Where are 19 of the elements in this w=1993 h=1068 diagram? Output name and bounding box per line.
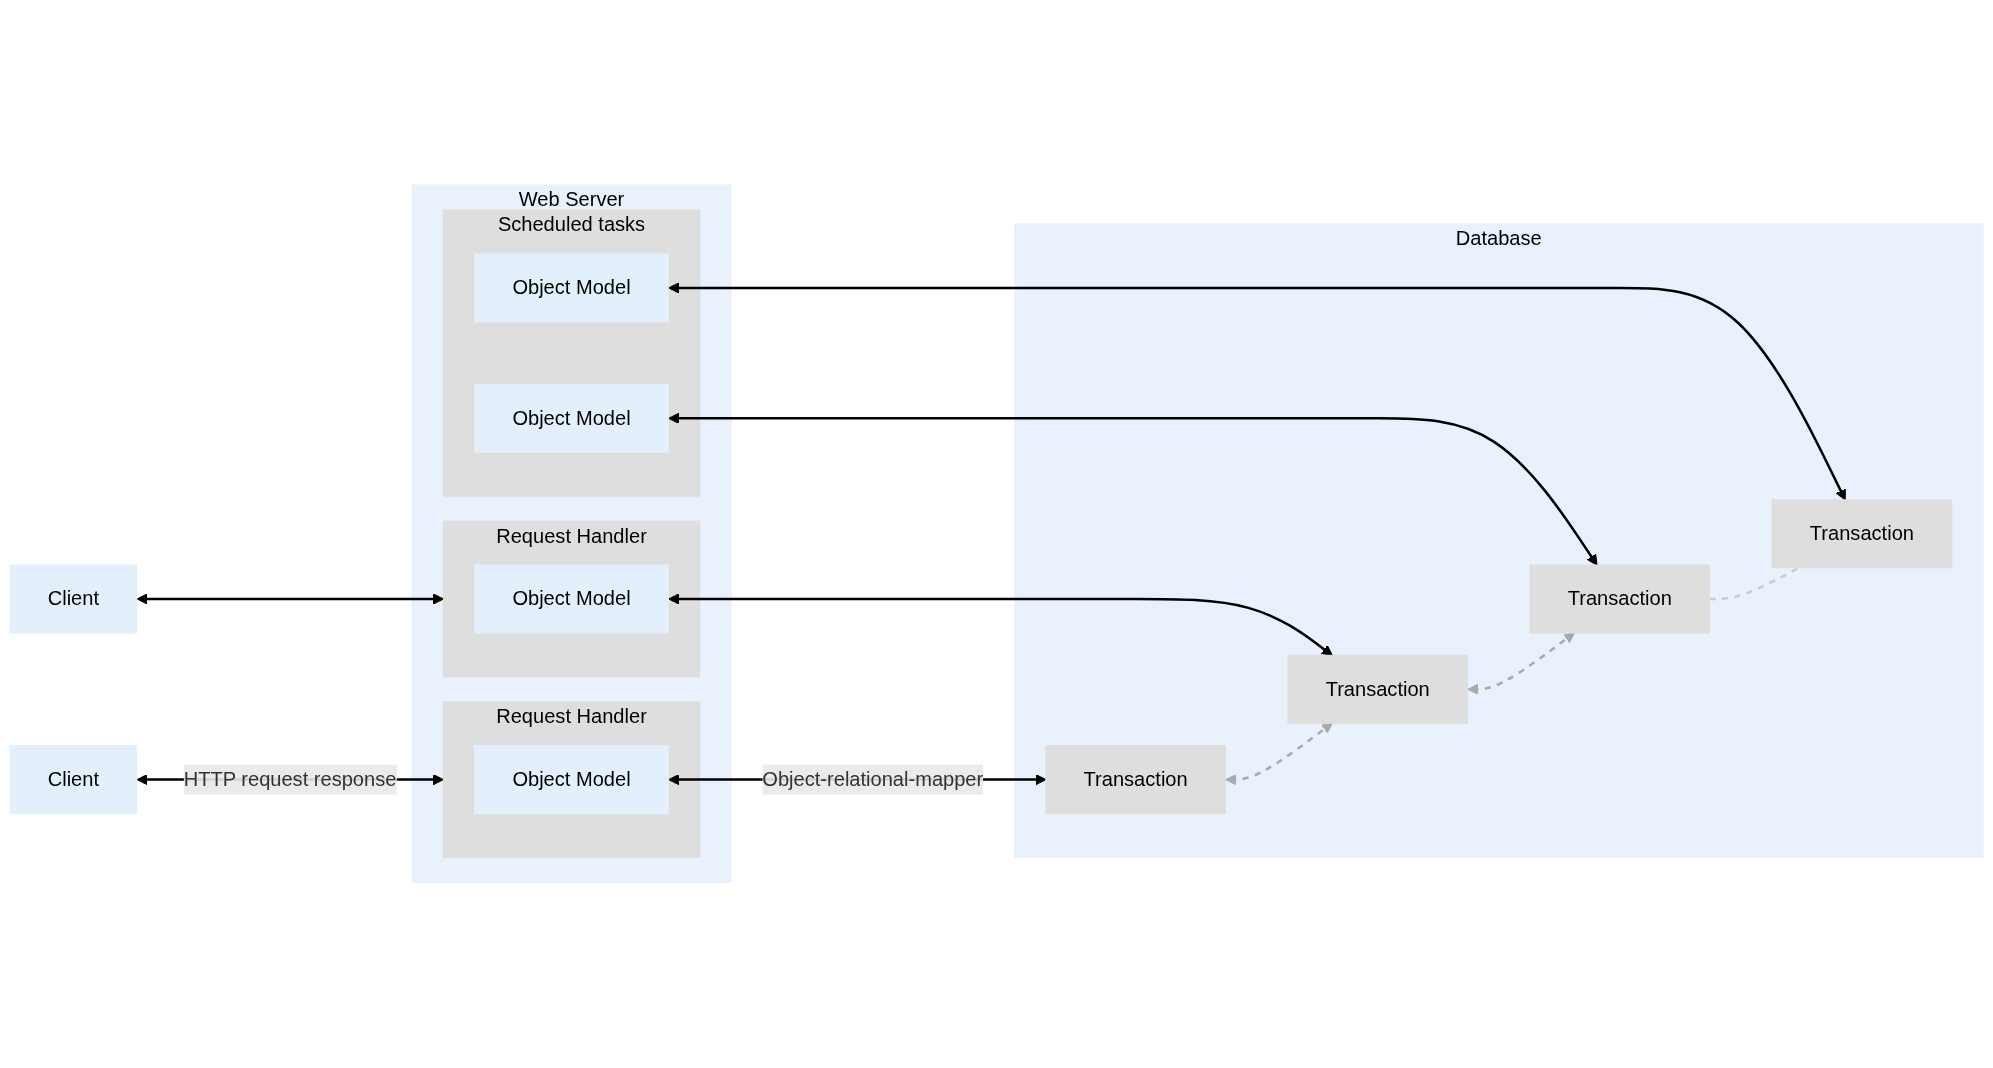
- arrow: [668, 593, 1333, 657]
- arrow: [668, 282, 1846, 501]
- edge-label: Object-relational-mapper: [762, 768, 984, 790]
- arrow: [136, 593, 444, 605]
- connector: [1709, 566, 1800, 601]
- node-box: Object Model: [474, 253, 669, 323]
- node-box: Object Model: [474, 745, 669, 815]
- node-box: Object Model: [474, 564, 669, 634]
- node-box: Transaction: [1529, 564, 1711, 634]
- node-box: Transaction: [1287, 655, 1469, 725]
- node-box: Client: [9, 564, 138, 634]
- node-box: Client: [9, 745, 138, 815]
- arrow: [1225, 722, 1333, 786]
- node-box: Object Model: [474, 384, 669, 454]
- arrow: [668, 413, 1598, 566]
- edge-label: HTTP request response: [183, 768, 397, 790]
- node-box: Transaction: [1771, 499, 1953, 569]
- arrow: [1467, 632, 1575, 696]
- node-box: Transaction: [1045, 745, 1226, 815]
